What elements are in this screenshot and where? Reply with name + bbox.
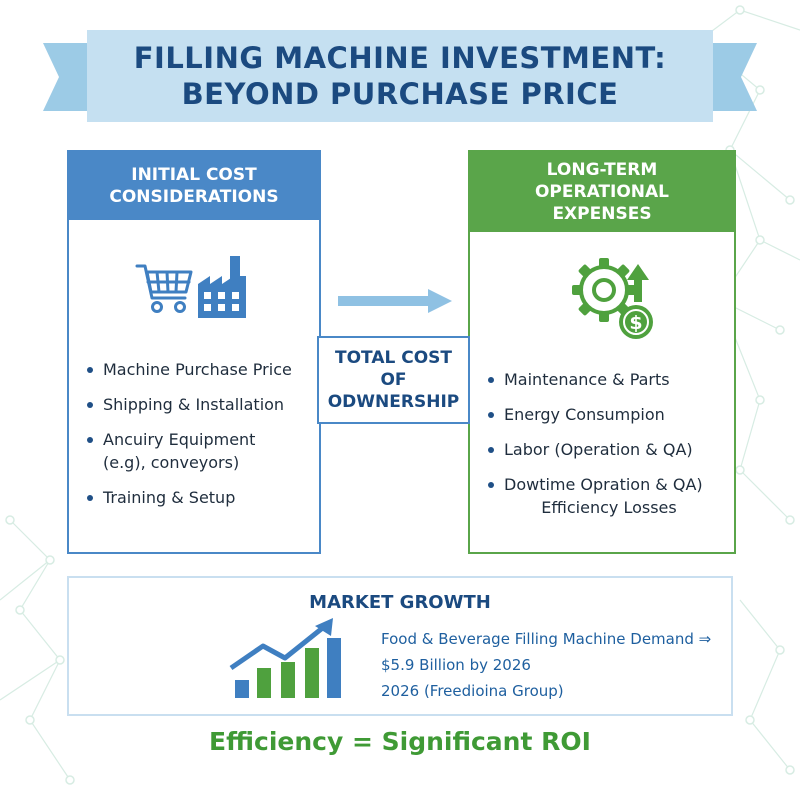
long-term-item: Maintenance & Parts xyxy=(504,370,670,389)
initial-cost-item: Machine Purchase Price xyxy=(103,360,292,379)
list-item: Dowtime Opration & QA) xyxy=(486,473,732,496)
long-term-panel: LONG-TERM OPERATIONAL EXPENSES $ xyxy=(468,150,736,554)
initial-cost-item: Ancuiry Equipment (e.g), conveyors) xyxy=(103,430,256,472)
long-term-item: Labor (Operation & QA) xyxy=(504,440,693,459)
long-term-heading-line-2: OPERATIONAL xyxy=(534,182,670,202)
list-item: Shipping & Installation xyxy=(85,393,317,416)
list-item: Maintenance & Parts xyxy=(486,368,732,391)
initial-cost-heading-line-1: INITIAL COST xyxy=(131,165,257,185)
market-line-2: $5.9 Billion by 2026 xyxy=(381,656,531,674)
title-line-2: BEYOND PURCHASE PRICE xyxy=(181,77,619,111)
long-term-heading-line-1: LONG-TERM xyxy=(546,160,658,180)
long-term-heading: LONG-TERM OPERATIONAL EXPENSES xyxy=(470,152,734,232)
gear-icon: $ xyxy=(572,258,653,339)
factory-icon xyxy=(198,256,246,318)
bullet-icon xyxy=(488,377,494,383)
long-term-item: Efficiency Losses xyxy=(541,498,677,517)
market-growth-text: Food & Beverage Filling Machine Demand ⇒… xyxy=(381,626,711,704)
svg-text:$: $ xyxy=(629,312,642,334)
tco-line-1: TOTAL COST xyxy=(335,348,452,368)
initial-cost-panel: INITIAL COST CONSIDERATIONS Machine Purc… xyxy=(67,150,321,554)
long-term-item: Dowtime Opration & QA) xyxy=(504,475,703,494)
market-line-3: 2026 (Freedioina Group) xyxy=(381,682,564,700)
dollar-coin-icon: $ xyxy=(619,305,653,339)
up-arrow-icon xyxy=(627,264,649,302)
long-term-item: Energy Consumpion xyxy=(504,405,665,424)
market-line-1: Food & Beverage Filling Machine Demand ⇒ xyxy=(381,630,712,648)
bullet-icon xyxy=(488,447,494,453)
ribbon-left-tail xyxy=(43,43,93,111)
market-growth-panel: MARKET GROWTH Food & Beverage Filling Ma… xyxy=(67,576,733,716)
long-term-list: Maintenance & Parts Energy Consumpion La… xyxy=(486,368,732,531)
list-item: Training & Setup xyxy=(85,486,317,509)
tco-line-3: ODWNERSHIP xyxy=(327,392,460,412)
bullet-icon xyxy=(488,482,494,488)
bullet-icon xyxy=(87,495,93,501)
list-item: Machine Purchase Price xyxy=(85,358,317,381)
long-term-heading-line-3: EXPENSES xyxy=(552,204,652,224)
initial-cost-item: Training & Setup xyxy=(103,488,236,507)
title-line-1: FILLING MACHINE INVESTMENT: xyxy=(133,41,667,75)
tco-line-2: OF xyxy=(380,370,407,390)
initial-cost-list: Machine Purchase Price Shipping & Instal… xyxy=(85,358,317,521)
market-growth-title: MARKET GROWTH xyxy=(309,592,491,613)
growth-chart-icon xyxy=(229,618,341,698)
bullet-icon xyxy=(87,437,93,443)
ribbon-right-tail xyxy=(707,43,757,111)
list-item: Labor (Operation & QA) xyxy=(486,438,732,461)
list-item-continuation: Efficiency Losses xyxy=(486,496,732,519)
list-item: Ancuiry Equipment (e.g), conveyors) xyxy=(85,428,317,474)
title-banner: FILLING MACHINE INVESTMENT: BEYOND PURCH… xyxy=(87,30,713,122)
bullet-icon xyxy=(87,402,93,408)
list-item: Energy Consumpion xyxy=(486,403,732,426)
initial-cost-heading: INITIAL COST CONSIDERATIONS xyxy=(69,152,319,220)
total-cost-of-ownership-box: TOTAL COST OF ODWNERSHIP xyxy=(317,336,470,424)
initial-cost-item: Shipping & Installation xyxy=(103,395,285,414)
bullet-icon xyxy=(87,367,93,373)
initial-cost-heading-line-2: CONSIDERATIONS xyxy=(109,187,279,207)
shopping-cart-icon xyxy=(135,264,193,313)
bullet-icon xyxy=(488,412,494,418)
footer-tagline: Efficiency = Significant ROI xyxy=(209,727,591,756)
right-arrow-icon xyxy=(338,289,452,313)
